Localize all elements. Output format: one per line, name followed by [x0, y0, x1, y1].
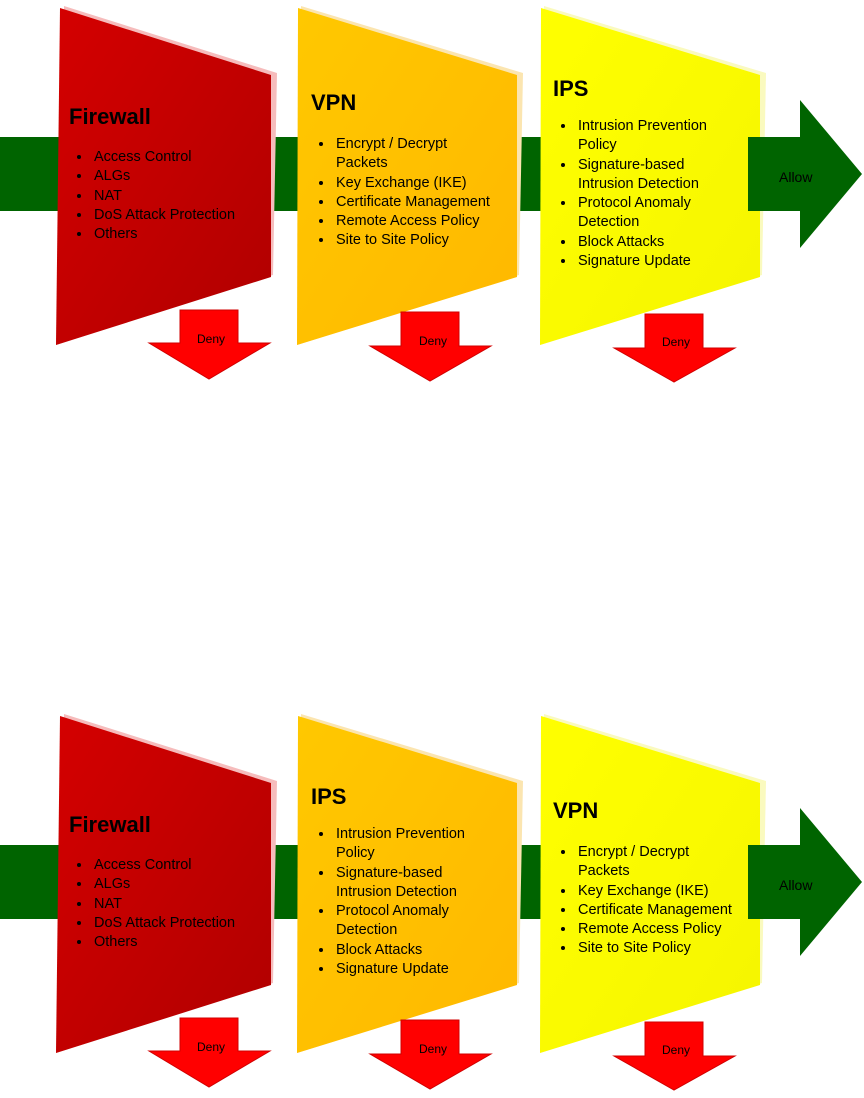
stage-2-list: Encrypt / Decrypt Packets Key Exchange (…	[311, 135, 516, 251]
deny-arrow-3	[612, 1021, 737, 1091]
stage-1-fill	[56, 716, 271, 1053]
list-item: Signature-based Intrusion Detection	[334, 864, 486, 903]
list-item: Block Attacks	[576, 233, 753, 252]
list-item: Remote Access Policy	[576, 920, 758, 939]
deny-arrow-1	[147, 309, 272, 380]
deny-arrow-2	[368, 1019, 493, 1090]
list-item: Encrypt / Decrypt Packets	[334, 135, 471, 174]
list-item: Others	[92, 933, 269, 952]
stage-2-title: VPN	[311, 90, 357, 115]
stage-3-content: IPS Intrusion Prevention Policy Signatur…	[553, 76, 753, 271]
stage-3-list: Encrypt / Decrypt Packets Key Exchange (…	[553, 843, 758, 959]
list-item: Certificate Management	[576, 901, 758, 920]
list-item: Others	[92, 225, 269, 244]
stage-1-list: Access Control ALGs NAT DoS Attack Prote…	[69, 856, 269, 952]
list-item: Access Control	[92, 856, 269, 875]
deny-label-2: Deny	[419, 1042, 448, 1056]
list-item: DoS Attack Protection	[92, 914, 269, 933]
list-item: ALGs	[92, 875, 269, 894]
stage-2-list: Intrusion Prevention Policy Signature-ba…	[311, 825, 516, 979]
list-item: ALGs	[92, 167, 269, 186]
allow-arrow	[748, 100, 862, 248]
pipeline-diagram-1-graphics	[0, 6, 862, 383]
deny-label-1: Deny	[197, 1040, 226, 1054]
list-item: Intrusion Prevention Policy	[576, 117, 728, 156]
deny-arrow-3	[612, 313, 737, 383]
list-item: Block Attacks	[334, 941, 516, 960]
allow-label: Allow	[779, 877, 813, 893]
list-item: Certificate Management	[334, 193, 516, 212]
deny-label-2: Deny	[419, 334, 448, 348]
deny-label-3: Deny	[662, 335, 691, 349]
deny-arrow-1	[147, 1017, 272, 1088]
list-item: Key Exchange (IKE)	[334, 174, 516, 193]
stage-1-fill	[56, 8, 271, 345]
list-item: Protocol Anomaly Detection	[576, 194, 718, 233]
stage-1-content: Firewall Access Control ALGs NAT DoS Att…	[69, 104, 269, 244]
list-item: Protocol Anomaly Detection	[334, 902, 476, 941]
list-item: Site to Site Policy	[334, 231, 516, 250]
list-item: Signature Update	[334, 960, 516, 979]
list-item: NAT	[92, 187, 269, 206]
input-connector	[0, 137, 60, 211]
allow-label: Allow	[779, 169, 813, 185]
input-connector	[0, 845, 60, 919]
stage-2-title: IPS	[311, 784, 347, 809]
list-item: Intrusion Prevention Policy	[334, 825, 486, 864]
list-item: NAT	[92, 895, 269, 914]
list-item: Signature Update	[576, 252, 753, 271]
list-item: Remote Access Policy	[334, 212, 516, 231]
deny-label-1: Deny	[197, 332, 226, 346]
list-item: Key Exchange (IKE)	[576, 882, 758, 901]
stage-3-list: Intrusion Prevention Policy Signature-ba…	[553, 117, 753, 271]
stage-3-content: VPN Encrypt / Decrypt Packets Key Exchan…	[553, 798, 758, 959]
stage-3-title: VPN	[553, 798, 599, 823]
deny-label-3: Deny	[662, 1043, 691, 1057]
deny-arrow-2	[368, 311, 493, 382]
stage-1-content: Firewall Access Control ALGs NAT DoS Att…	[69, 812, 269, 952]
stage-2-fill	[297, 716, 517, 1053]
stage-1-title: Firewall	[69, 104, 151, 129]
stage-2-fill	[297, 8, 517, 345]
stage-1-list: Access Control ALGs NAT DoS Attack Prote…	[69, 148, 269, 244]
stage-3-fill	[540, 716, 760, 1053]
pipeline-diagram-2-graphics	[0, 714, 862, 1091]
stage-1-title: Firewall	[69, 812, 151, 837]
list-item: Signature-based Intrusion Detection	[576, 156, 728, 195]
list-item: DoS Attack Protection	[92, 206, 269, 225]
stage-3-title: IPS	[553, 76, 589, 101]
stage-2-content: VPN Encrypt / Decrypt Packets Key Exchan…	[311, 90, 516, 251]
list-item: Encrypt / Decrypt Packets	[576, 843, 713, 882]
allow-arrow	[748, 808, 862, 956]
stage-2-content: IPS Intrusion Prevention Policy Signatur…	[311, 784, 516, 979]
pipeline-diagram-2: Firewall Access Control ALGs NAT DoS Att…	[0, 708, 864, 1098]
stage-3-fill	[540, 8, 760, 345]
list-item: Site to Site Policy	[576, 939, 758, 958]
list-item: Access Control	[92, 148, 269, 167]
pipeline-diagram-1: Firewall Access Control ALGs NAT DoS Att…	[0, 0, 864, 390]
